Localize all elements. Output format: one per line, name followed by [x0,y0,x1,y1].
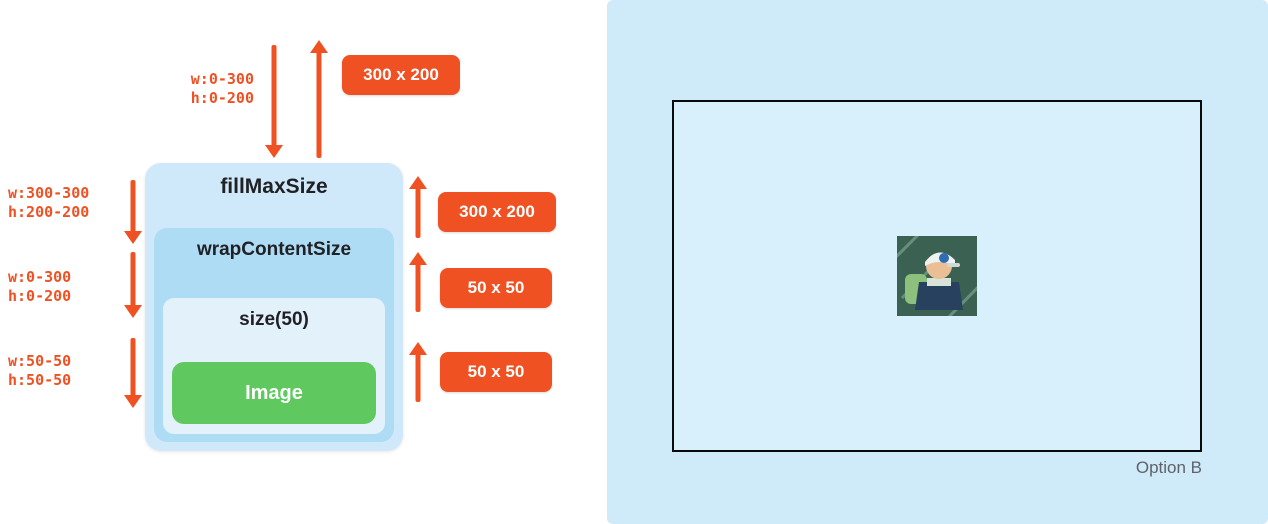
arrow-head [310,40,328,53]
constraint-width: w:50-50 [8,352,72,370]
arrow-shaft [415,187,421,238]
arrow-head [409,252,427,265]
constraint-label-wrapcontentsize: w:0-300 h:0-200 [8,268,120,306]
box-size50-label: size(50) [239,309,309,330]
constraint-width: w:0-300 [8,268,72,286]
size-badge-size50: 50 x 50 [440,352,552,392]
option-caption: Option B [1135,458,1202,477]
constraint-height: h:200-200 [8,203,90,221]
arrow-shaft [130,180,136,233]
constraint-width: w:0-300 [190,70,254,88]
size-arrow-up-icon [409,342,427,402]
arrow-shaft [271,45,277,147]
size-arrow-up-icon [409,176,427,238]
preview-frame [672,100,1202,452]
constraint-arrow-down-icon [124,180,142,244]
constraint-width: w:300-300 [8,184,90,202]
constraint-label-top: w:0-300 h:0-200 [140,70,254,108]
constraint-label-fillmaxsize: w:300-300 h:200-200 [8,184,120,222]
preview-panel-option-b[interactable]: Option B [607,0,1268,524]
constraint-height: h:50-50 [8,371,72,389]
constraint-arrow-down-icon [265,45,283,158]
arrow-shaft [415,353,421,402]
arrow-shaft [415,263,421,312]
constraint-label-size50: w:50-50 h:50-50 [8,352,120,390]
constraint-arrow-down-icon [124,252,142,318]
arrow-shaft [130,252,136,307]
constraint-height: h:0-200 [8,287,72,305]
arrow-head [124,305,142,318]
character-image [897,236,977,316]
arrow-head [124,231,142,244]
size-badge-top: 300 x 200 [342,55,460,95]
box-image-label: Image [245,381,303,404]
size-badge-wrapcontentsize: 50 x 50 [440,268,552,308]
arrow-head [265,145,283,158]
arrow-shaft [130,338,136,397]
constraint-arrow-down-icon [124,338,142,408]
box-image: Image [172,362,376,424]
arrow-shaft [316,51,322,158]
box-wrapcontentsize-label: wrapContentSize [196,239,352,260]
size-arrow-up-icon [310,40,328,158]
box-fillmaxsize-label: fillMaxSize [220,175,328,198]
size-arrow-up-icon [409,252,427,312]
arrow-head [124,395,142,408]
arrow-head [409,176,427,189]
arrow-head [409,342,427,355]
size-badge-fillmaxsize: 300 x 200 [438,192,556,232]
constraint-height: h:0-200 [190,89,254,107]
